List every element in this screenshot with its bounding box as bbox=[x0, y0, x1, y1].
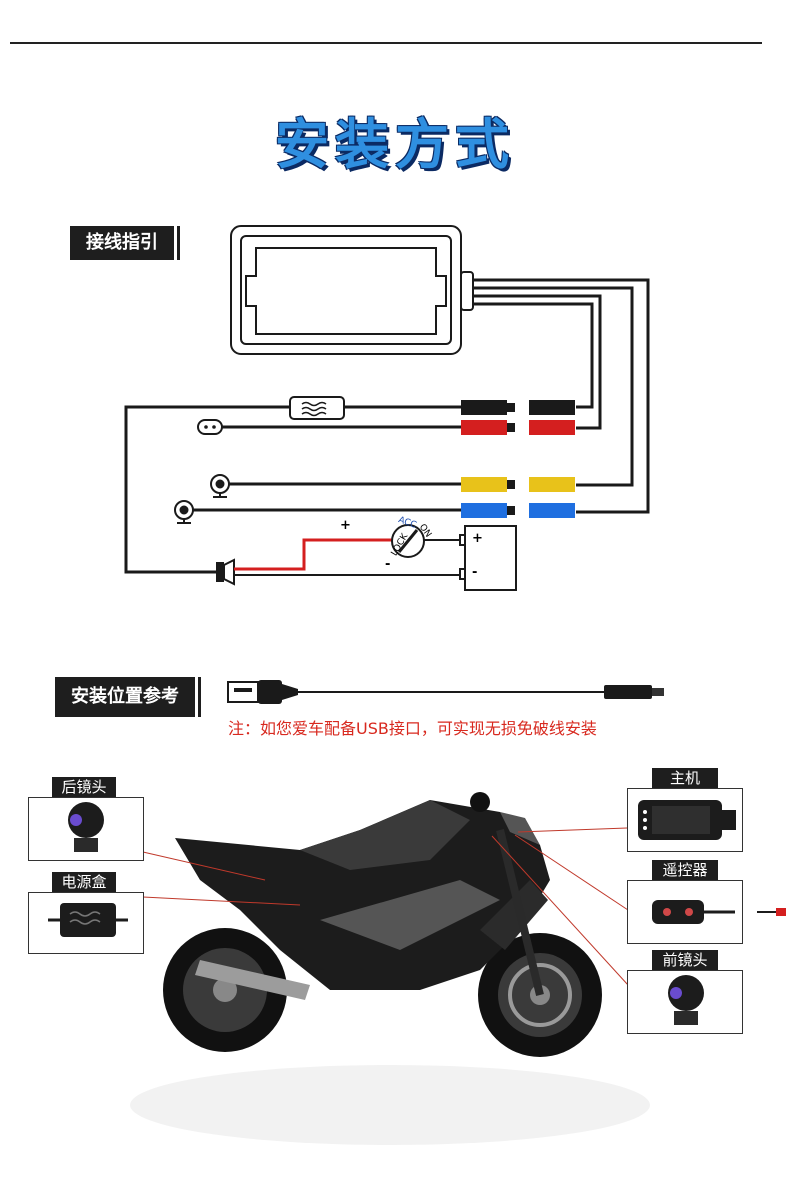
wire-plus-label: + bbox=[340, 518, 351, 533]
install-location-tag: 安装位置参考 bbox=[55, 677, 201, 717]
wiring-guide-tag: 接线指引 bbox=[70, 226, 180, 260]
page-title: 安装方式 bbox=[275, 113, 515, 176]
battery-minus-label: - bbox=[472, 565, 478, 580]
top-rule bbox=[10, 42, 762, 44]
remote-label: 遥控器 bbox=[652, 860, 718, 880]
main-unit-box bbox=[627, 788, 743, 852]
usb-install-note: 注：如您爱车配备USB接口，可实现无损免破线安装 bbox=[228, 719, 597, 738]
main-unit-outline-icon bbox=[230, 225, 474, 355]
remote-box bbox=[627, 880, 743, 944]
pointer-lines bbox=[142, 827, 629, 986]
camera-icon bbox=[174, 500, 194, 524]
connectors-right bbox=[529, 400, 575, 518]
ground-terminal-icon bbox=[216, 558, 235, 586]
usb-plug-icon bbox=[227, 680, 664, 704]
rear-camera-box bbox=[28, 797, 144, 861]
power-box-label: 电源盒 bbox=[52, 872, 116, 892]
battery-plus-label: + bbox=[472, 531, 483, 546]
noise-filter-icon bbox=[289, 396, 345, 420]
front-camera-box bbox=[627, 970, 743, 1034]
camera-icon bbox=[210, 474, 230, 498]
ignition-switch-icon bbox=[391, 524, 425, 558]
connectors-left bbox=[461, 400, 515, 518]
main-unit-label: 主机 bbox=[652, 768, 718, 788]
rear-camera-label: 后镜头 bbox=[52, 777, 116, 797]
cable-bundle bbox=[473, 278, 650, 514]
motorcycle-icon bbox=[130, 792, 650, 1145]
power-box-box bbox=[28, 892, 144, 954]
front-camera-label: 前镜头 bbox=[652, 950, 718, 970]
wire-minus-label: - bbox=[385, 557, 391, 572]
power-connector-icon bbox=[197, 419, 223, 435]
battery-icon bbox=[459, 525, 517, 591]
